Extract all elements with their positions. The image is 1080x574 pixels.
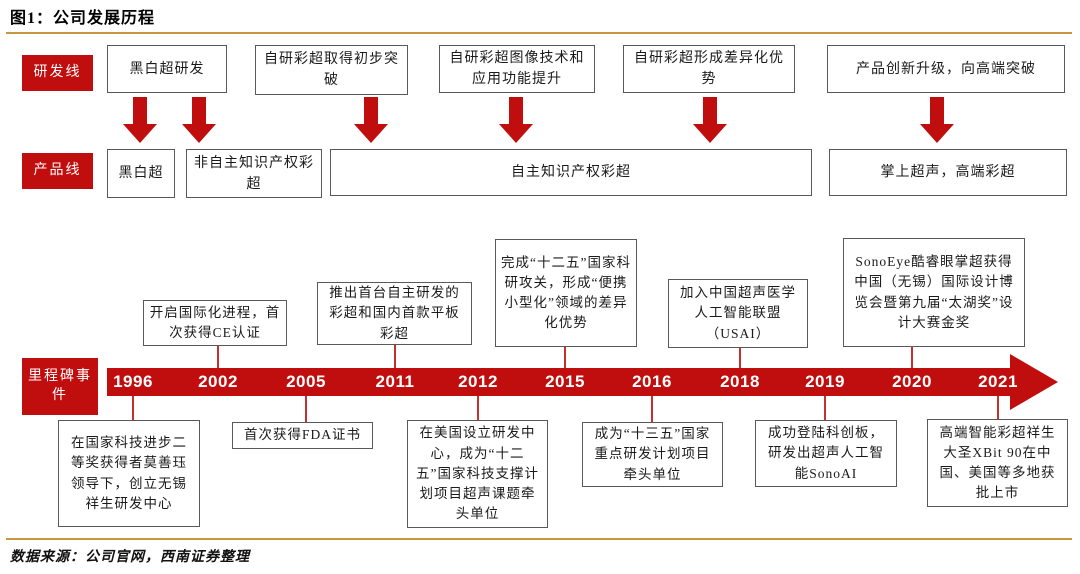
connector-line [739,348,741,368]
connector-line [564,347,566,368]
rnd-box-initial-breakthrough: 自研彩超取得初步突破 [255,45,408,95]
figure-title: 图1：公司发展历程 [10,10,156,27]
event-box-2015: 完成“十二五”国家科研攻关，形成“便携小型化”领域的差异化优势 [495,239,637,347]
milestone-events-label: 里程碑事件 [22,358,98,415]
event-box-2011: 推出首台自主研发的彩超和国内首款平板彩超 [317,282,472,345]
event-box-2021: 高端智能彩超祥生大圣XBit 90在中国、美国等多地获批上市 [927,419,1068,507]
product-box-non-proprietary-color: 非自主知识产权彩超 [186,149,322,198]
year-label-2018: 2018 [720,372,760,391]
timeline-bar [107,368,1012,396]
product-box-bw-ultrasound: 黑白超 [107,149,175,198]
event-box-2018: 加入中国超声医学人工智能联盟（USAI） [668,279,808,348]
connector-line [651,396,653,422]
event-box-2020: SonoEye酷睿眼掌超获得中国（无锡）国际设计博览会暨第九届“太湖奖”设计大赛… [843,238,1025,347]
event-box-2019: 成功登陆科创板，研发出超声人工智能SonoAI [755,420,897,487]
connector-line [394,345,396,368]
year-label-1996: 1996 [113,372,153,391]
connector-line [132,396,134,420]
data-source-note: 数据来源：公司官网，西南证券整理 [10,550,250,565]
year-label-2016: 2016 [632,372,672,391]
event-box-1996: 在国家科技进步二等奖获得者莫善珏领导下，创立无锡祥生研发中心 [58,420,200,527]
event-box-2016: 成为“十三五”国家重点研发计划项目牵头单位 [582,422,723,487]
year-label-2021: 2021 [978,372,1018,391]
timeline-arrowhead-icon [1010,354,1058,410]
connector-line [997,396,999,419]
connector-line [911,347,913,368]
year-label-2005: 2005 [286,372,326,391]
year-label-2015: 2015 [545,372,585,391]
rnd-box-image-tech-upgrade: 自研彩超图像技术和应用功能提升 [439,45,595,93]
down-arrow-icon [693,97,727,143]
year-label-2020: 2020 [892,372,932,391]
connector-line [217,345,219,368]
event-box-2002: 开启国际化进程，首次获得CE认证 [143,300,287,346]
year-label-2019: 2019 [805,372,845,391]
connector-line [824,396,826,420]
rnd-box-highend-breakthrough: 产品创新升级，向高端突破 [827,45,1065,93]
down-arrow-icon [920,97,954,143]
rnd-box-bw-ultrasound-dev: 黑白超研发 [107,45,227,93]
year-label-2002: 2002 [198,372,238,391]
year-label-2012: 2012 [458,372,498,391]
down-arrow-icon [499,97,533,143]
rnd-line-label: 研发线 [22,55,93,91]
event-box-2012: 在美国设立研发中心，成为“十二五”国家科技支撑计划项目超声课题牵头单位 [407,420,548,528]
product-line-label: 产品线 [22,153,93,189]
down-arrow-icon [354,97,388,143]
rnd-box-differentiation: 自研彩超形成差异化优势 [623,45,795,93]
top-divider [6,32,1072,34]
event-box-2005: 首次获得FDA证书 [232,422,373,449]
bottom-divider [6,538,1072,540]
product-box-proprietary-color: 自主知识产权彩超 [330,149,812,196]
down-arrow-icon [123,97,157,143]
product-box-handheld-highend: 掌上超声，高端彩超 [829,149,1067,196]
year-label-2011: 2011 [375,372,415,391]
connector-line [477,396,479,420]
connector-line [305,396,307,422]
down-arrow-icon [182,97,216,143]
